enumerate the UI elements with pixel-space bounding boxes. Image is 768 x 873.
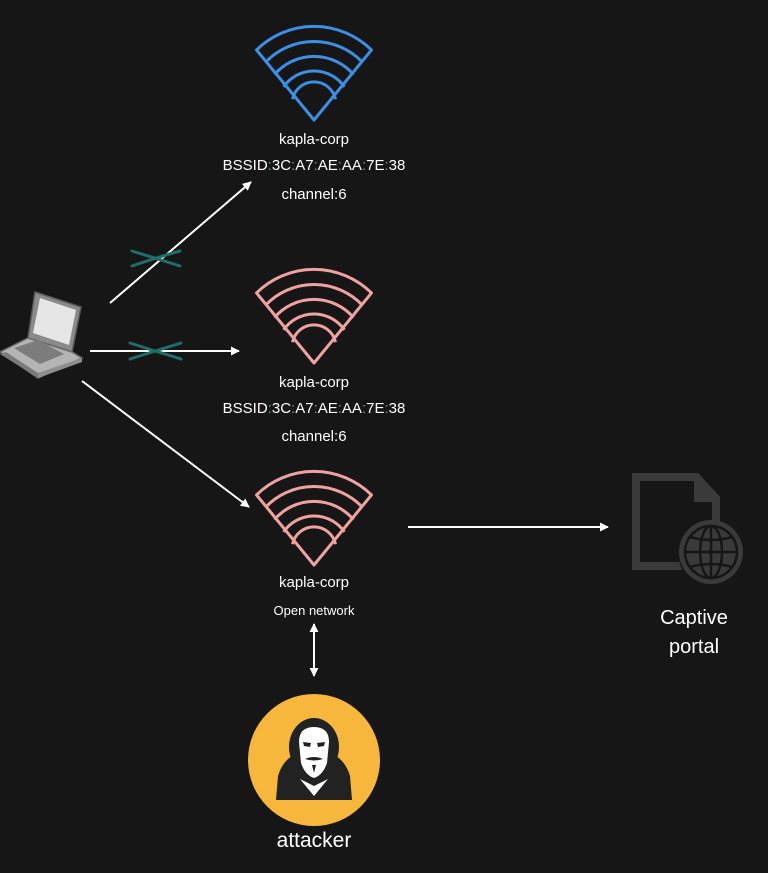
wifi-icon [255, 469, 373, 567]
ap-clone-ssid: kapla-corp [278, 374, 350, 391]
connection-arrow-open [81, 380, 250, 508]
ap-legit-channel: channel:6 [281, 186, 347, 203]
attacker-label: attacker [276, 829, 352, 852]
ap-legit-bssid: BSSID:3C:A7:AE:AA:7E:38 [222, 157, 406, 174]
ap-clone-channel: channel:6 [281, 428, 347, 445]
blocked-cross [130, 249, 182, 268]
ap-open-ssid: kapla-corp [278, 574, 350, 591]
ap-open-note: Open network [273, 603, 355, 618]
ap-clone-bssid: BSSID:3C:A7:AE:AA:7E:38 [222, 400, 406, 417]
laptop-icon [0, 291, 84, 379]
ap-legit-ssid: kapla-corp [278, 131, 350, 148]
captive-portal-label: Captive portal [660, 607, 728, 658]
hacker-mask-icon [248, 694, 380, 826]
wifi-icon [255, 267, 373, 365]
blocked-cross [128, 341, 183, 361]
connection-arrow-legit [109, 181, 252, 304]
document-globe-icon [632, 473, 743, 584]
wifi-icon [255, 24, 373, 122]
